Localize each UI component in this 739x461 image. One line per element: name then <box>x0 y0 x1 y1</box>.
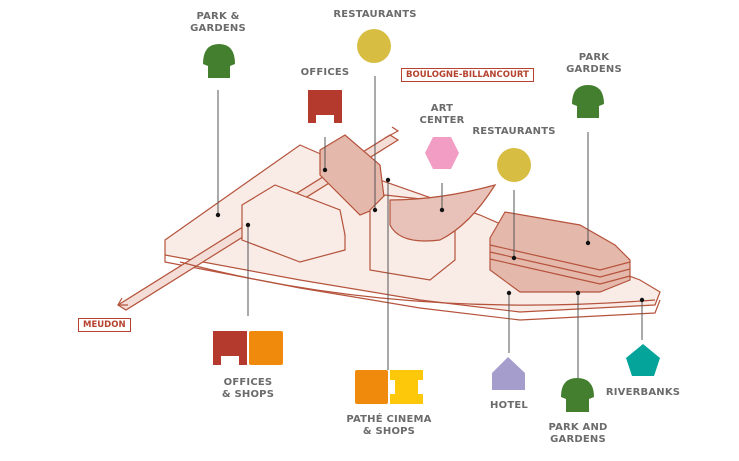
office-icon <box>213 331 247 365</box>
label-riverbanks: RIVERBANKS <box>605 387 681 398</box>
label-hotel: HOTEL <box>490 400 528 411</box>
hotel-icon <box>492 357 525 390</box>
label-pathe-cinema: PATHÉ CINEMA & SHOPS <box>346 414 432 437</box>
restaurant-icon <box>357 29 391 63</box>
cinema-icon <box>355 370 388 404</box>
label-offices: OFFICES <box>300 67 350 78</box>
park-icon <box>203 44 235 78</box>
label-park-gardens: PARK & GARDENS <box>190 11 246 34</box>
park-icon <box>572 85 604 118</box>
restaurant-icon <box>497 148 531 182</box>
place-boulogne-billancourt: BOULOGNE-BILLANCOURT <box>401 68 534 82</box>
place-meudon: MEUDON <box>78 318 131 332</box>
shop-icon <box>249 331 283 365</box>
label-restaurants: RESTAURANTS <box>333 9 417 20</box>
riverbank-edge <box>179 261 656 306</box>
park-icon <box>561 378 594 412</box>
art-center-icon <box>425 137 459 169</box>
island-edge <box>164 255 661 321</box>
label-restaurants-2: RESTAURANTS <box>472 126 556 137</box>
art-center <box>389 184 497 242</box>
office-icon <box>308 90 342 123</box>
label-art-center: ART CENTER <box>419 103 465 126</box>
label-park-and-gardens: PARK AND GARDENS <box>548 422 608 445</box>
arrow-meudon-icon <box>117 297 128 306</box>
hotel-block <box>489 211 631 293</box>
label-offices-shops: OFFICES & SHOPS <box>221 377 275 400</box>
label-park-gardens-2: PARK GARDENS <box>566 52 622 75</box>
arrow-boulogne-icon <box>384 126 400 139</box>
riverbanks-icon <box>626 344 660 376</box>
shop-icon <box>390 370 423 404</box>
